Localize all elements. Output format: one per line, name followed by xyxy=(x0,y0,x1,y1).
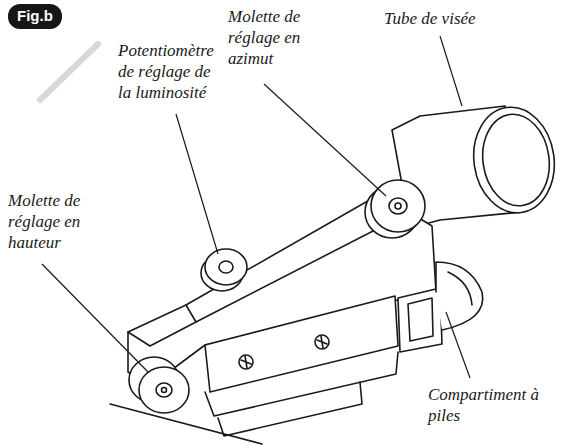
part-label: Molette de réglage en hauteur xyxy=(8,190,106,253)
battery-housing xyxy=(436,262,483,330)
faint-stroke xyxy=(40,44,98,100)
leader-line xyxy=(176,114,218,254)
screw-slot xyxy=(241,356,251,368)
battery-door xyxy=(408,298,433,341)
knob-center xyxy=(219,261,233,273)
battery-compartment xyxy=(398,288,442,352)
leader-line xyxy=(264,84,386,196)
knob-dot xyxy=(395,203,401,209)
part-label: Compartiment à piles xyxy=(428,384,554,426)
elevation-knob xyxy=(139,367,189,413)
screw xyxy=(315,335,329,349)
azimuth-knob xyxy=(371,180,425,232)
tube-rim xyxy=(467,102,561,218)
leader-line xyxy=(440,36,462,106)
base-foot xyxy=(218,382,362,436)
figure-number: Fig.b xyxy=(17,6,53,26)
tube-opening xyxy=(477,110,555,210)
knob-dot xyxy=(162,388,167,393)
screw xyxy=(239,355,253,369)
screw-slot xyxy=(317,336,327,348)
body-step xyxy=(128,322,196,346)
housing-curve xyxy=(448,272,472,305)
front-plate xyxy=(205,296,398,392)
part-label: Molette de réglage en azimut xyxy=(228,6,328,69)
brightness-knob xyxy=(205,249,247,285)
leader-line xyxy=(42,264,148,372)
part-label: Tube de visée xyxy=(384,8,476,29)
leader-line xyxy=(446,312,470,378)
figure-badge: Fig.b xyxy=(8,4,62,29)
knob-center xyxy=(389,198,407,214)
part-label: Potentiomètre de réglage de la luminosit… xyxy=(118,40,222,103)
knob-center xyxy=(156,383,172,397)
